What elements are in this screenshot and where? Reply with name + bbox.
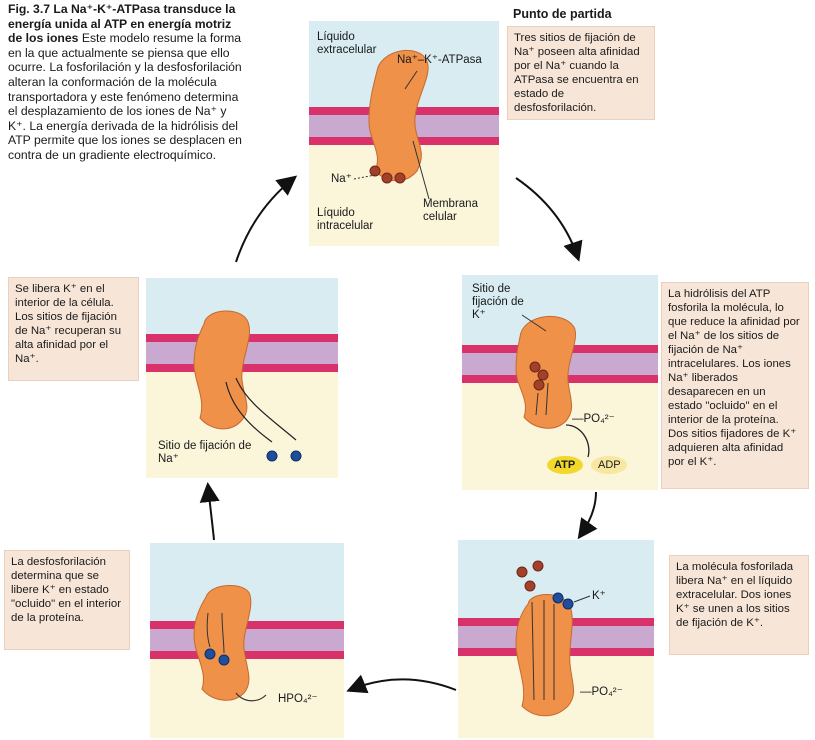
arrow-step4-to-step5	[208, 486, 214, 540]
arrow-step5-to-start	[236, 178, 294, 262]
arrow-step3-to-step4	[350, 680, 456, 691]
arrow-start-to-step2	[516, 178, 578, 258]
arrow-step2-to-step3	[580, 492, 596, 536]
